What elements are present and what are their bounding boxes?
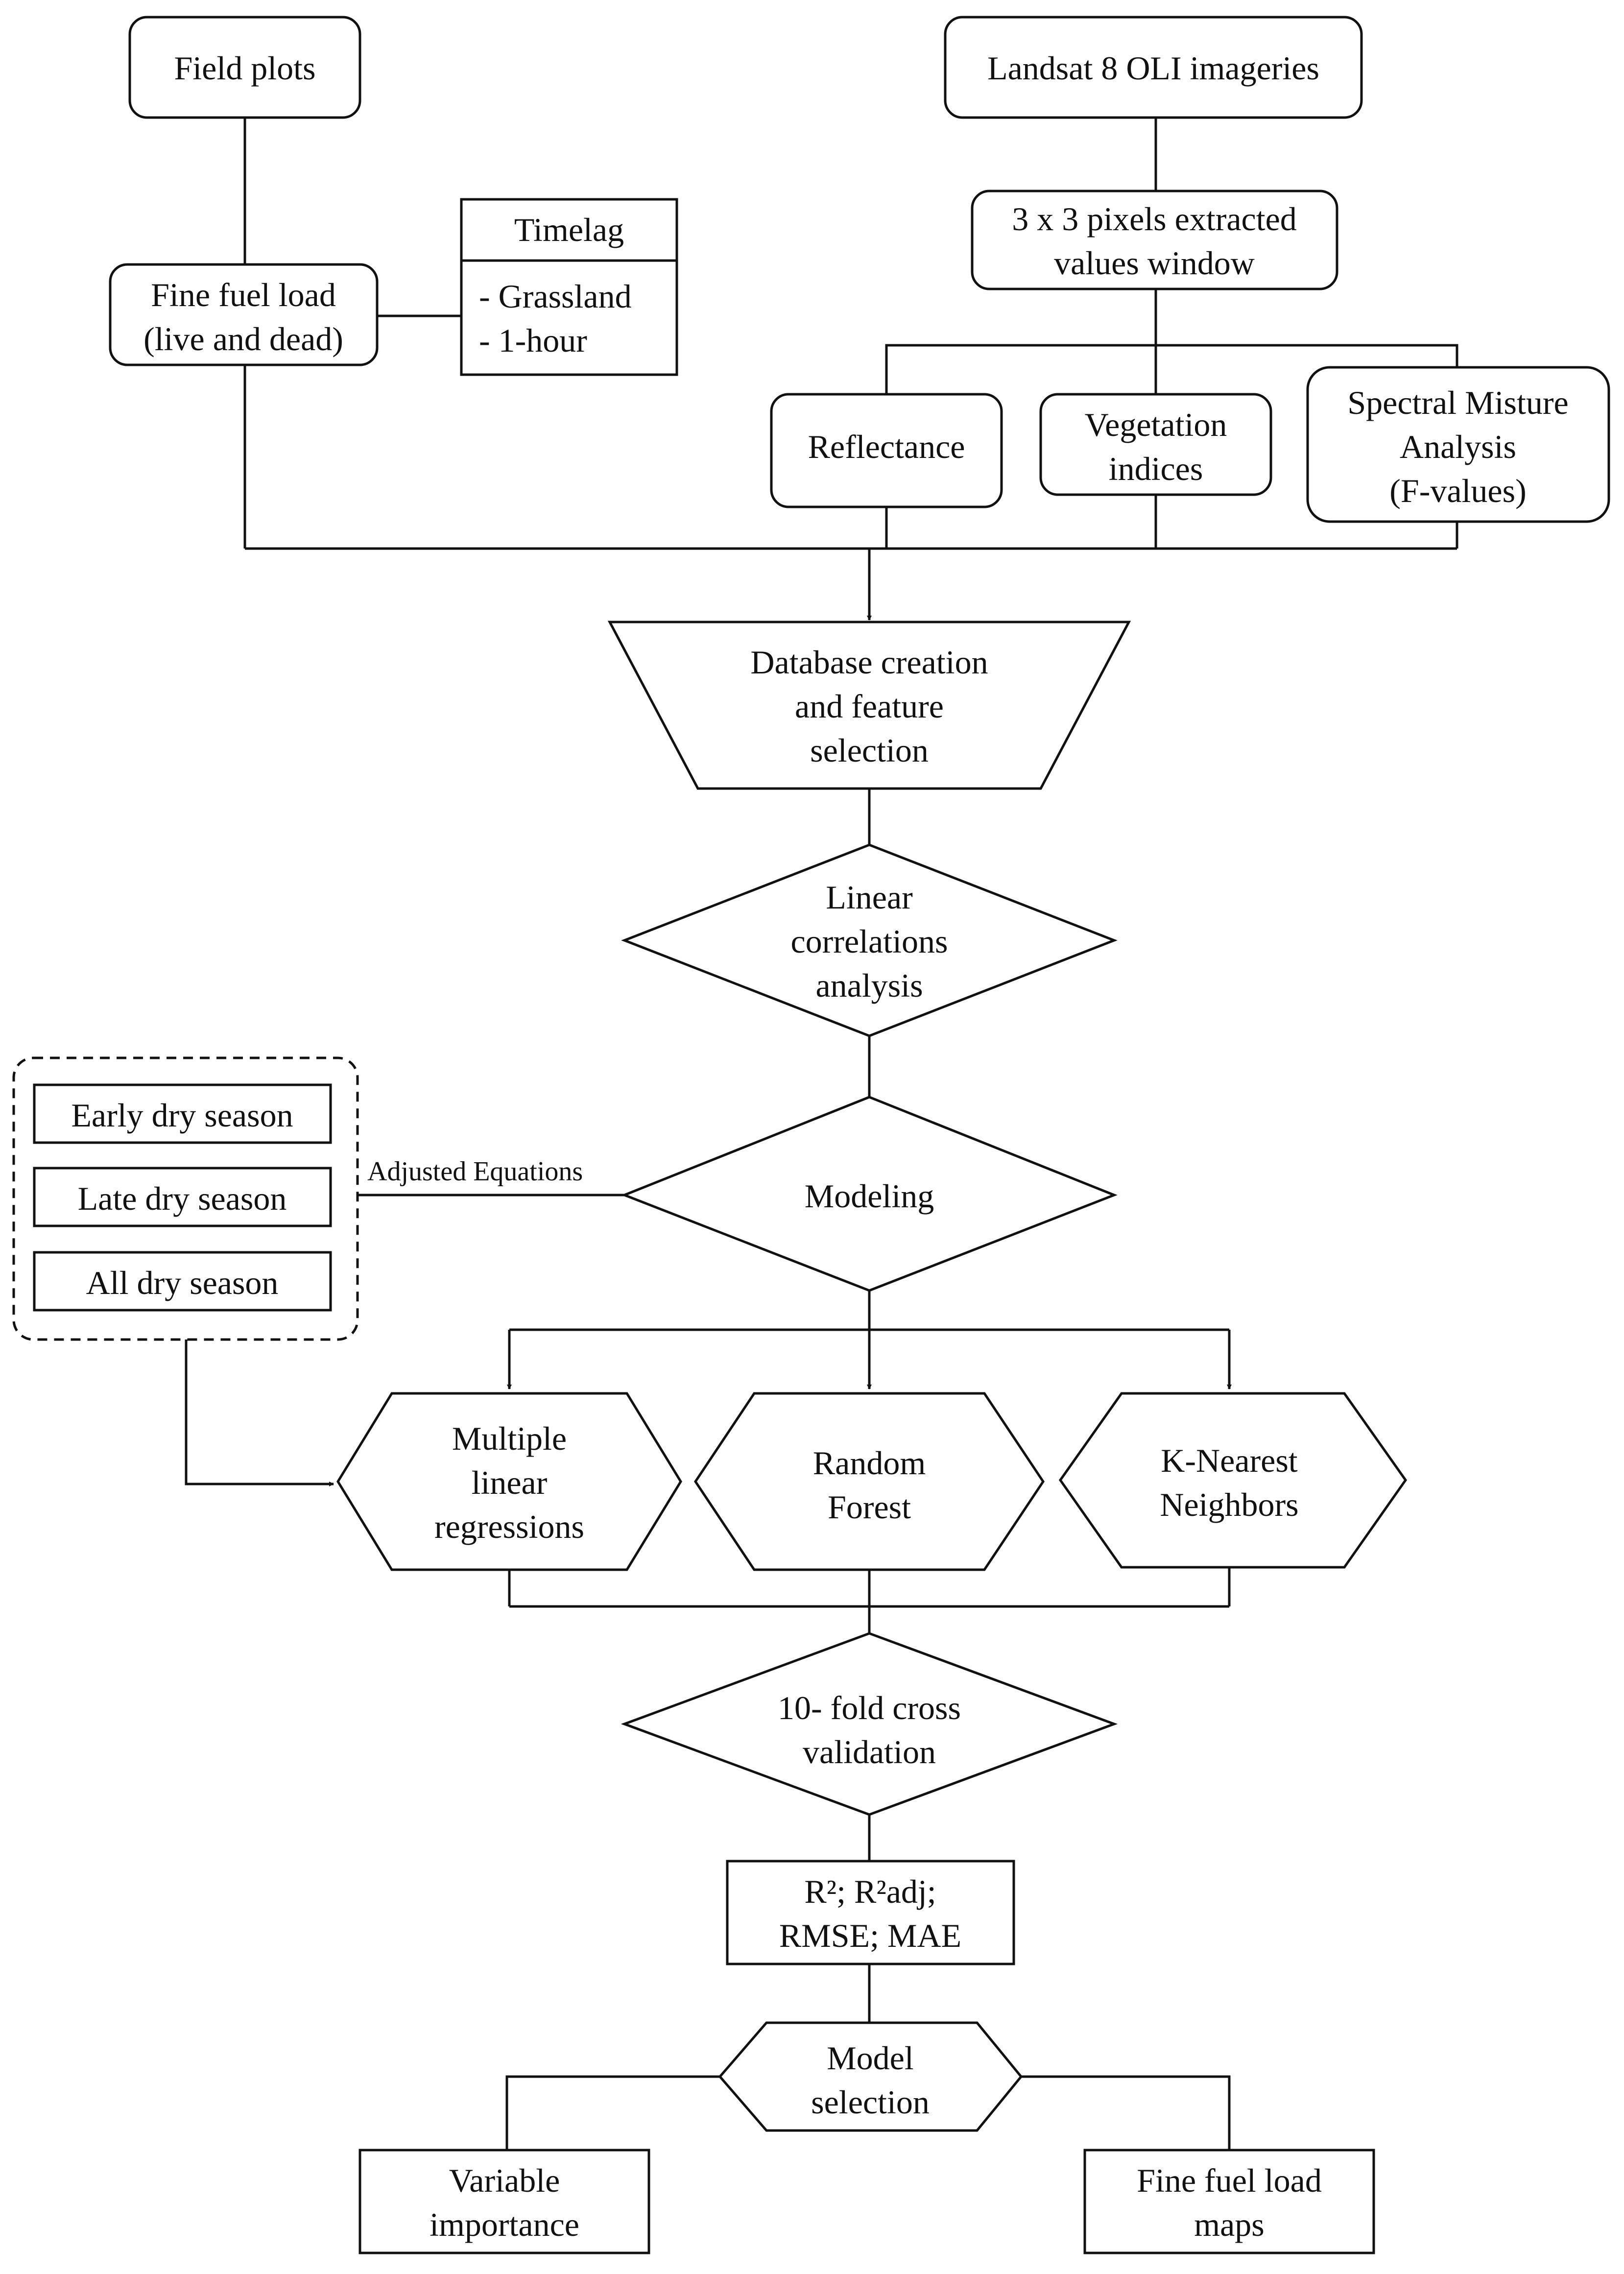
linear-correlations-node: Linear correlations analysis — [621, 843, 1118, 1037]
timelag-item-grassland: - Grassland — [479, 278, 632, 315]
fine-fuel-load-line-1: Fine fuel load — [151, 276, 336, 313]
vegetation-indices-line-1: Vegetation — [1085, 406, 1227, 443]
timelag-node: Timelag - Grassland - 1-hour — [460, 198, 678, 376]
connector-selection-importance — [505, 2075, 720, 2150]
variable-importance-line-1: Variable — [449, 2162, 560, 2199]
field-plots-node: Field plots — [128, 16, 361, 119]
timelag-header: Timelag — [514, 211, 624, 248]
sma-line-1: Spectral Misture — [1347, 384, 1568, 421]
mlr-line-1: Multiple — [452, 1420, 567, 1457]
model-selection-line-1: Model — [827, 2039, 914, 2077]
pixels-window-line-2: values window — [1054, 244, 1255, 282]
modeling-label: Modeling — [805, 1177, 934, 1215]
metrics-line-2: RMSE; MAE — [779, 1917, 961, 1954]
season-late-dry: Late dry season — [78, 1180, 287, 1217]
vegetation-indices-line-2: indices — [1109, 450, 1203, 487]
metrics-line-1: R²; R²adj; — [804, 1873, 936, 1910]
sma-line-2: Analysis — [1400, 428, 1516, 465]
database-line-1: Database creation — [750, 644, 988, 681]
database-line-3: selection — [810, 732, 929, 769]
knn-line-2: Neighbors — [1160, 1486, 1298, 1523]
adjusted-equations-label: Adjusted Equations — [367, 1156, 583, 1187]
fine-fuel-load-line-2: (live and dead) — [143, 320, 343, 358]
timelag-item-1hour: - 1-hour — [479, 322, 587, 359]
pixels-window-node: 3 x 3 pixels extracted values window — [971, 190, 1338, 290]
model-selection-node: Model selection — [718, 2021, 1023, 2132]
random-forest-node: Random Forest — [693, 1392, 1045, 1571]
linear-correlations-line-3: analysis — [815, 967, 923, 1004]
linear-correlations-line-2: correlations — [791, 923, 948, 960]
random-forest-line-2: Forest — [828, 1488, 911, 1526]
field-plots-label: Field plots — [174, 49, 315, 87]
reflectance-node: Reflectance — [770, 393, 1003, 508]
pixels-window-line-1: 3 x 3 pixels extracted — [1012, 200, 1297, 238]
season-all-dry: All dry season — [86, 1264, 279, 1301]
connector-seasons-mlr — [185, 1340, 334, 1486]
landsat-label: Landsat 8 OLI imageries — [987, 49, 1319, 87]
seasons-group: Early dry season Late dry season All dry… — [12, 1056, 359, 1341]
modeling-node: Modeling — [621, 1096, 1118, 1292]
sma-line-3: (F-values) — [1389, 472, 1526, 509]
cross-validation-line-2: validation — [803, 1733, 936, 1771]
connector-selection-maps — [1021, 2075, 1231, 2150]
sma-node: Spectral Misture Analysis (F-values) — [1306, 366, 1610, 523]
knn-line-1: K-Nearest — [1161, 1442, 1298, 1479]
landsat-node: Landsat 8 OLI imageries — [944, 16, 1363, 119]
vegetation-indices-node: Vegetation indices — [1039, 393, 1272, 496]
mlr-line-2: linear — [472, 1464, 548, 1501]
variable-importance-node: Variable importance — [358, 2149, 650, 2254]
cross-validation-line-1: 10- fold cross — [778, 1689, 961, 1726]
knn-node: K-Nearest Neighbors — [1058, 1392, 1408, 1569]
variable-importance-line-2: importance — [430, 2206, 579, 2243]
reflectance-label: Reflectance — [808, 428, 965, 465]
mlr-line-3: regressions — [434, 1508, 584, 1545]
season-early-dry: Early dry season — [71, 1097, 293, 1134]
fuel-maps-line-2: maps — [1194, 2206, 1265, 2243]
random-forest-line-1: Random — [813, 1444, 926, 1482]
cross-validation-node: 10- fold cross validation — [621, 1632, 1118, 1816]
metrics-node: R²; R²adj; RMSE; MAE — [726, 1860, 1015, 1965]
mlr-node: Multiple linear regressions — [336, 1392, 682, 1571]
model-selection-line-2: selection — [811, 2083, 930, 2121]
linear-correlations-line-1: Linear — [826, 879, 913, 916]
database-line-2: and feature — [795, 688, 944, 725]
fuel-maps-node: Fine fuel load maps — [1083, 2149, 1375, 2254]
connectors — [185, 118, 1458, 2150]
fuel-maps-line-1: Fine fuel load — [1137, 2162, 1322, 2199]
database-creation-node: Database creation and feature selection — [607, 621, 1131, 790]
connector-pixels-distribution — [885, 344, 1458, 394]
fine-fuel-load-node: Fine fuel load (live and dead) — [109, 263, 379, 366]
